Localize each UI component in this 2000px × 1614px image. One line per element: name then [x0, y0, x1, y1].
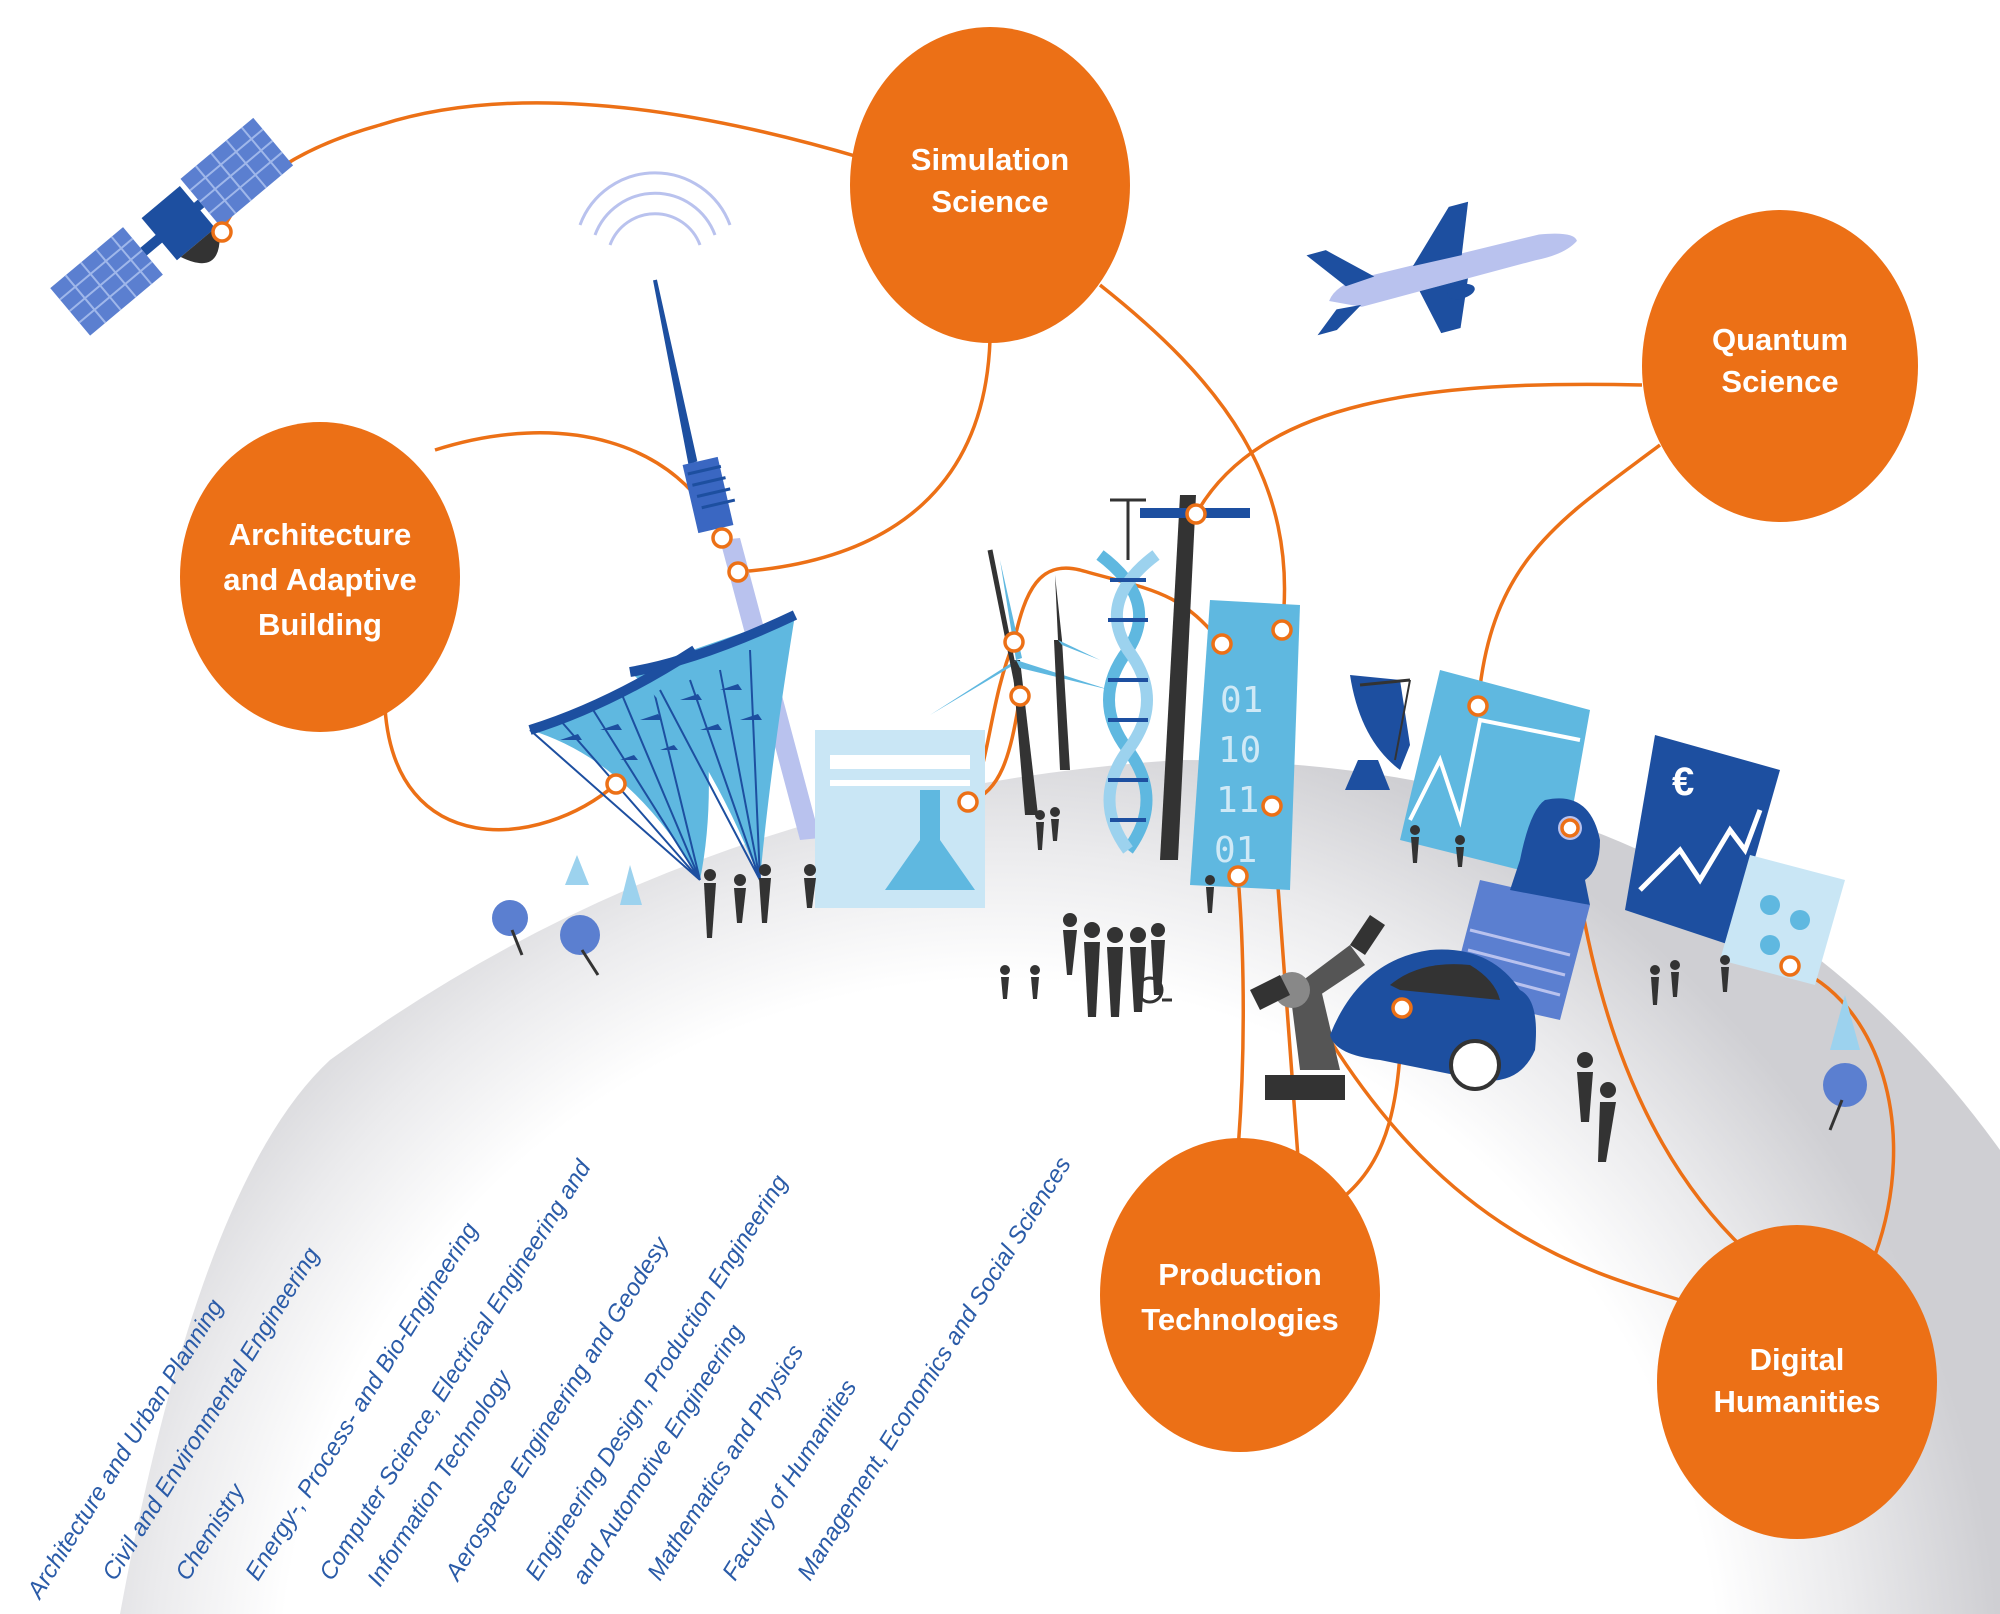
- people-board-icon: [1720, 855, 1845, 985]
- pavilion-node: [605, 773, 627, 795]
- hub-simulation-line-1: Simulation: [911, 142, 1069, 177]
- hub-simulation-science: Simulation Science: [850, 27, 1130, 343]
- binary-node-mid: [1261, 795, 1283, 817]
- dna-helix-icon: [1096, 498, 1160, 854]
- car-icon: [1330, 949, 1536, 1091]
- hub-production-line-2: Technologies: [1141, 1302, 1339, 1337]
- binary-panel-icon: 01 10 11 01: [1190, 600, 1300, 890]
- tree-icon: [492, 855, 1867, 1131]
- pavilion-icon: [528, 610, 798, 881]
- robot-arm-icon: [1250, 915, 1385, 1100]
- binary-row-3: 11: [1216, 780, 1259, 821]
- hub-production-technologies: Production Technologies: [1100, 1138, 1380, 1452]
- dish-antenna-icon: [1345, 675, 1411, 790]
- hub-architecture-line-3: Building: [258, 607, 382, 642]
- turbine-node-bottom: [1009, 685, 1031, 707]
- binary-node-bottom: [1227, 865, 1249, 887]
- hub-architecture-adaptive-building: Architecture and Adaptive Building: [180, 422, 460, 732]
- hub-quantum-line-2: Science: [1721, 364, 1838, 399]
- turbine-node-top: [1003, 631, 1025, 653]
- flask-node: [957, 791, 979, 813]
- tower-node-bottom: [727, 561, 749, 583]
- euro-symbol: €: [1672, 760, 1694, 804]
- hub-architecture-line-1: Architecture: [229, 517, 412, 552]
- hub-digital-line-2: Humanities: [1713, 1384, 1880, 1419]
- hub-architecture-line-2: and Adaptive: [223, 562, 417, 597]
- head-node: [1560, 818, 1580, 838]
- flask-panel-icon: [815, 730, 985, 908]
- hub-simulation-line-2: Science: [931, 184, 1048, 219]
- airplane-icon: [1306, 201, 1577, 336]
- hub-production-line-1: Production: [1158, 1257, 1322, 1292]
- binary-row-2: 10: [1218, 730, 1261, 771]
- satellite-node: [211, 221, 233, 243]
- crane-node: [1185, 503, 1207, 525]
- binary-row-4: 01: [1214, 830, 1257, 871]
- wheelchair-icon: [1136, 976, 1172, 1004]
- chart-node: [1467, 695, 1489, 717]
- binary-node-left: [1211, 633, 1233, 655]
- board-node: [1779, 955, 1801, 977]
- hub-quantum-science: Quantum Science: [1642, 210, 1918, 522]
- binary-node-right: [1271, 619, 1293, 641]
- wind-turbine-icon: [930, 549, 1110, 815]
- hub-digital-line-1: Digital: [1750, 1342, 1845, 1377]
- person-icon: [704, 807, 1730, 1162]
- tower-node-top: [711, 527, 733, 549]
- satellite-icon: [50, 117, 294, 336]
- binary-row-1: 01: [1220, 680, 1263, 721]
- hub-digital-humanities: Digital Humanities: [1657, 1225, 1937, 1539]
- hub-quantum-line-1: Quantum: [1712, 322, 1848, 357]
- car-node: [1391, 997, 1413, 1019]
